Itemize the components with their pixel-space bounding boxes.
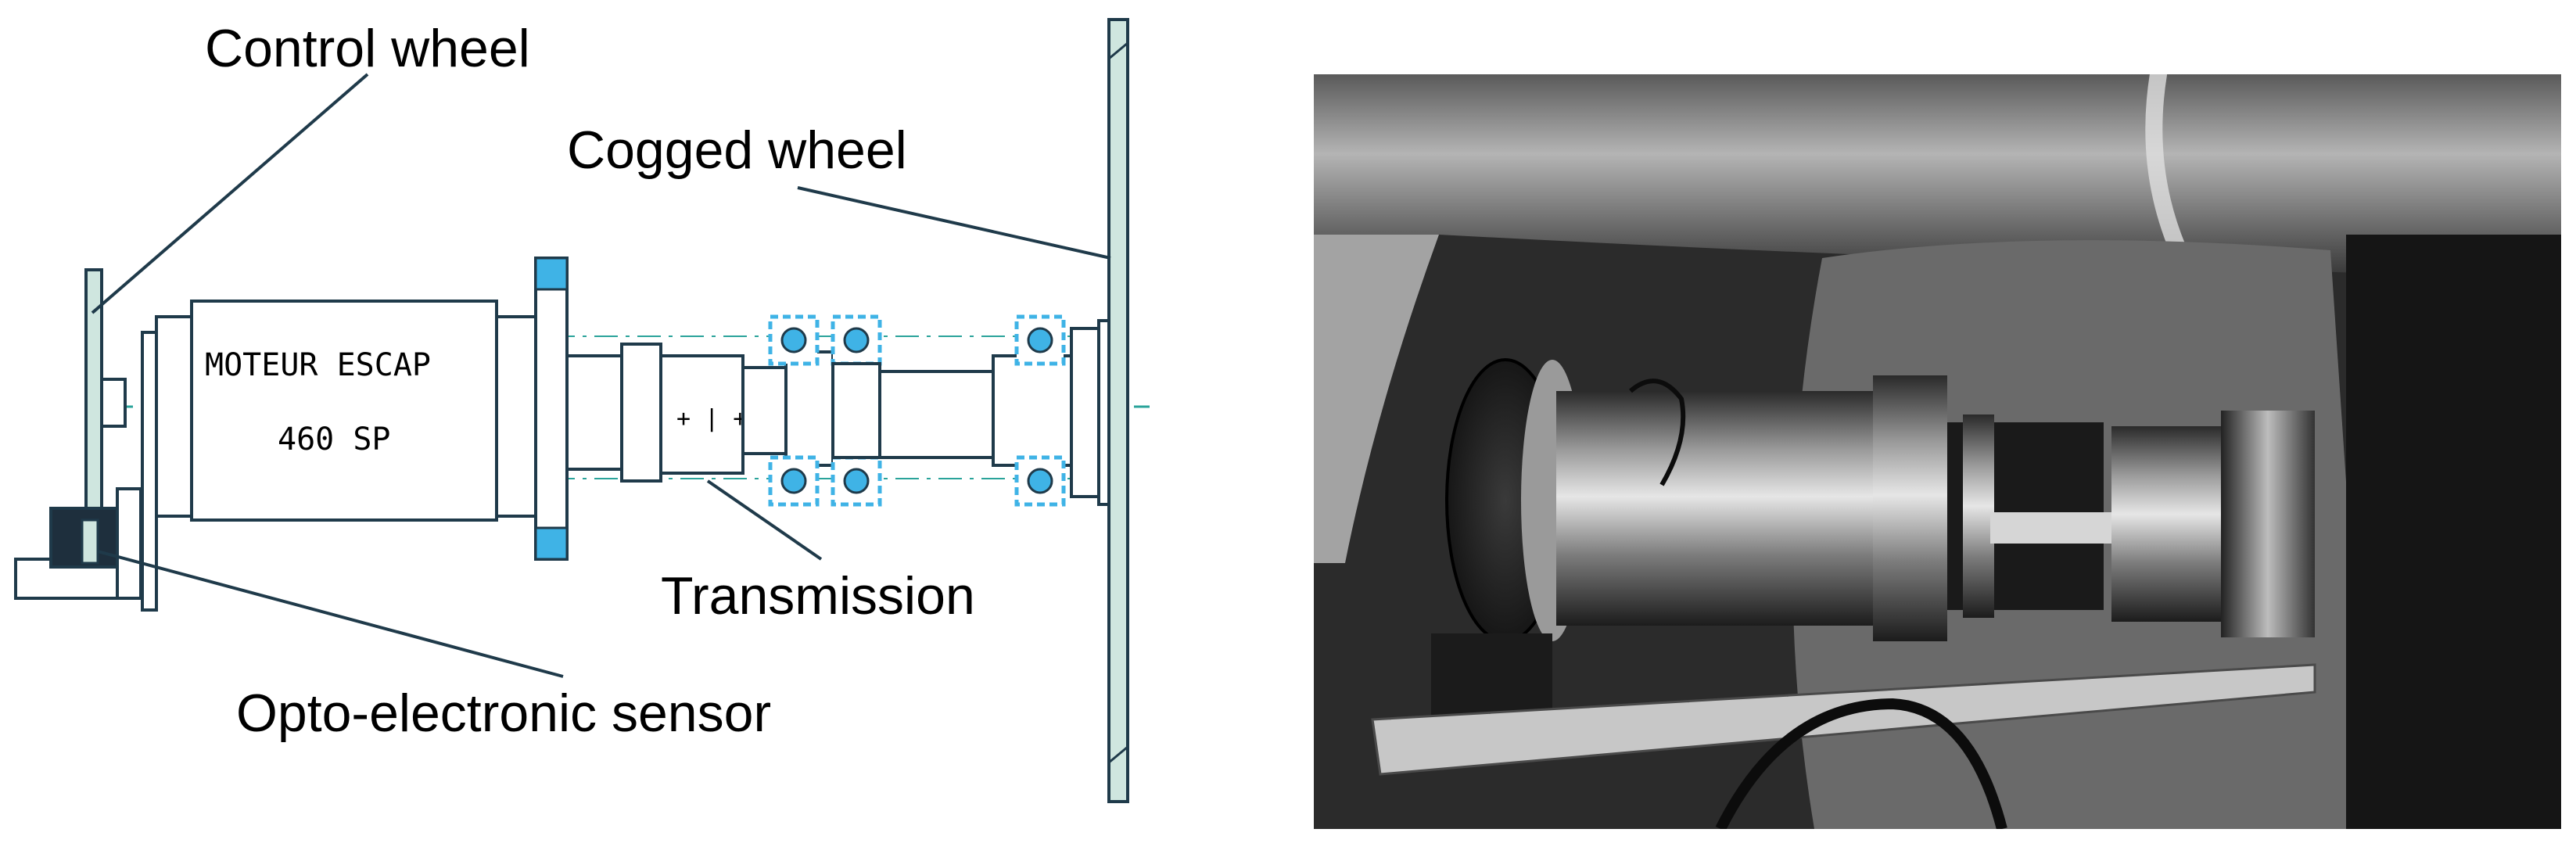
leader-cogged-wheel — [797, 186, 1111, 260]
bearing-2 — [831, 314, 882, 507]
motor-back-plate — [155, 315, 193, 518]
opto-sensor — [14, 487, 150, 600]
mounting-flange-bottom — [534, 526, 569, 561]
photo-motor-ring — [1873, 375, 1947, 641]
shaft-1 — [741, 366, 788, 455]
photo-base-rail — [1371, 663, 2316, 776]
motor-body — [190, 300, 498, 522]
bearing-1 — [768, 314, 820, 507]
motor-back-flange — [141, 331, 158, 612]
motor-text-line1: MOTEUR ESCAP — [205, 347, 431, 383]
photo-cable — [1715, 698, 2007, 829]
motor-text-line2: 460 SP — [278, 422, 391, 458]
technical-drawing: MOTEUR ESCAP 460 SP + | + — [14, 18, 1150, 803]
control-wheel-hub — [100, 378, 127, 428]
leader-sensor — [97, 550, 564, 678]
leader-control-wheel — [91, 73, 369, 314]
bearing-3 — [1014, 314, 1066, 507]
coupling-left — [565, 354, 623, 471]
coupling-mid — [620, 343, 662, 483]
leader-transmission — [706, 479, 823, 561]
coupling-right — [659, 354, 744, 475]
bearing-housing — [831, 362, 881, 459]
right-housing — [992, 354, 1073, 467]
shaft-2 — [784, 350, 834, 467]
mounting-flange — [534, 257, 569, 561]
photo-wire — [1629, 379, 1686, 486]
label-control-wheel: Control wheel — [205, 19, 530, 78]
mounting-flange-top — [534, 257, 569, 291]
photo-end-housing — [2111, 426, 2221, 622]
cogged-wheel-mark-top — [1108, 41, 1128, 60]
label-opto-sensor: Opto-electronic sensor — [236, 684, 771, 743]
cogged-wheel-disc — [1107, 18, 1129, 803]
photo-sensor-mount — [1431, 633, 1552, 723]
photo-pipe — [1314, 74, 2561, 274]
assembly-photo — [1314, 74, 2561, 829]
photo-pipe-weld — [2145, 74, 2190, 267]
cogged-wheel-mark-bottom — [1108, 745, 1128, 764]
motor-front-flange — [495, 315, 537, 518]
photo-left-shade — [1314, 235, 1439, 563]
coupling-marks: + | + — [676, 405, 747, 432]
photo-motor-cylinder — [1556, 391, 1932, 626]
photo-coupling-ring — [1963, 414, 1994, 618]
label-transmission: Transmission — [661, 566, 975, 626]
photo-shadow-strip — [2346, 235, 2561, 829]
long-shaft — [878, 370, 995, 459]
label-cogged-wheel: Cogged wheel — [567, 120, 907, 180]
photo-end-flange — [2221, 411, 2315, 637]
